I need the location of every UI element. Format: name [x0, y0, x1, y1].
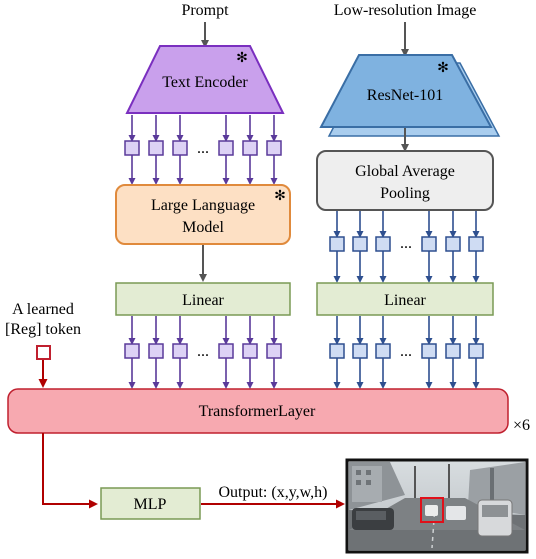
token	[266, 140, 282, 156]
repeat-count: ×6	[513, 417, 530, 434]
token	[148, 343, 164, 359]
llm-label-line2: Model	[182, 219, 224, 236]
mlp-label: MLP	[134, 496, 167, 513]
token-ellipsis: ...	[400, 235, 412, 252]
text-token-row-linear	[124, 316, 282, 389]
transformer-to-mlp-arrow	[42, 433, 98, 509]
reg-token-label-line2: [Reg] token	[5, 321, 81, 338]
reg-token	[36, 345, 51, 360]
output-street-image	[345, 458, 529, 554]
token	[445, 236, 461, 252]
llm-label-line1: Large Language	[151, 197, 255, 214]
token	[242, 140, 258, 156]
token	[375, 343, 391, 359]
text-token-row-encoder	[124, 115, 282, 185]
prompt-label: Prompt	[181, 2, 229, 19]
token	[352, 343, 368, 359]
linear-left-label: Linear	[182, 292, 224, 309]
token	[352, 236, 368, 252]
text-encoder-label: Text Encoder	[162, 74, 248, 91]
token	[266, 343, 282, 359]
token	[329, 343, 345, 359]
mlp-block: MLP	[100, 487, 201, 520]
linear-right-label: Linear	[384, 292, 426, 309]
image-token-row-gap	[329, 211, 484, 283]
token	[468, 236, 484, 252]
token	[218, 343, 234, 359]
output-label: Output: (x,y,w,h)	[218, 484, 327, 501]
gap-block: Global Average Pooling	[316, 150, 494, 211]
text-encoder-block: Text Encoder ✻	[125, 45, 285, 114]
frozen-snowflake-icon: ✻	[274, 189, 286, 204]
token	[172, 343, 188, 359]
token	[421, 343, 437, 359]
token	[375, 236, 391, 252]
token-ellipsis: ...	[197, 140, 209, 157]
frozen-snowflake-icon: ✻	[437, 61, 449, 76]
token	[124, 140, 140, 156]
image-token-row-linear	[329, 316, 484, 389]
token	[124, 343, 140, 359]
gap-label-line2: Pooling	[380, 185, 430, 202]
predicted-bounding-box	[420, 497, 444, 523]
image-label: Low-resolution Image	[334, 2, 477, 19]
reg-token-label-line1: A learned	[12, 301, 74, 318]
token	[172, 140, 188, 156]
transformer-label: TransformerLayer	[199, 403, 316, 420]
token	[242, 343, 258, 359]
token	[148, 140, 164, 156]
gap-label-line1: Global Average	[355, 163, 455, 180]
linear-right-block: Linear	[316, 282, 494, 316]
token-ellipsis: ...	[197, 343, 209, 360]
token-ellipsis: ...	[400, 343, 412, 360]
llm-block: Large Language Model ✻	[115, 184, 291, 245]
token	[468, 343, 484, 359]
token	[218, 140, 234, 156]
frozen-snowflake-icon: ✻	[236, 51, 248, 66]
resnet-label: ResNet-101	[367, 87, 443, 104]
resnet-block: ResNet-101 ✻	[319, 54, 501, 137]
linear-left-block: Linear	[115, 282, 291, 316]
token	[421, 236, 437, 252]
token	[445, 343, 461, 359]
transformer-layer-block: TransformerLayer	[7, 388, 509, 434]
token	[329, 236, 345, 252]
